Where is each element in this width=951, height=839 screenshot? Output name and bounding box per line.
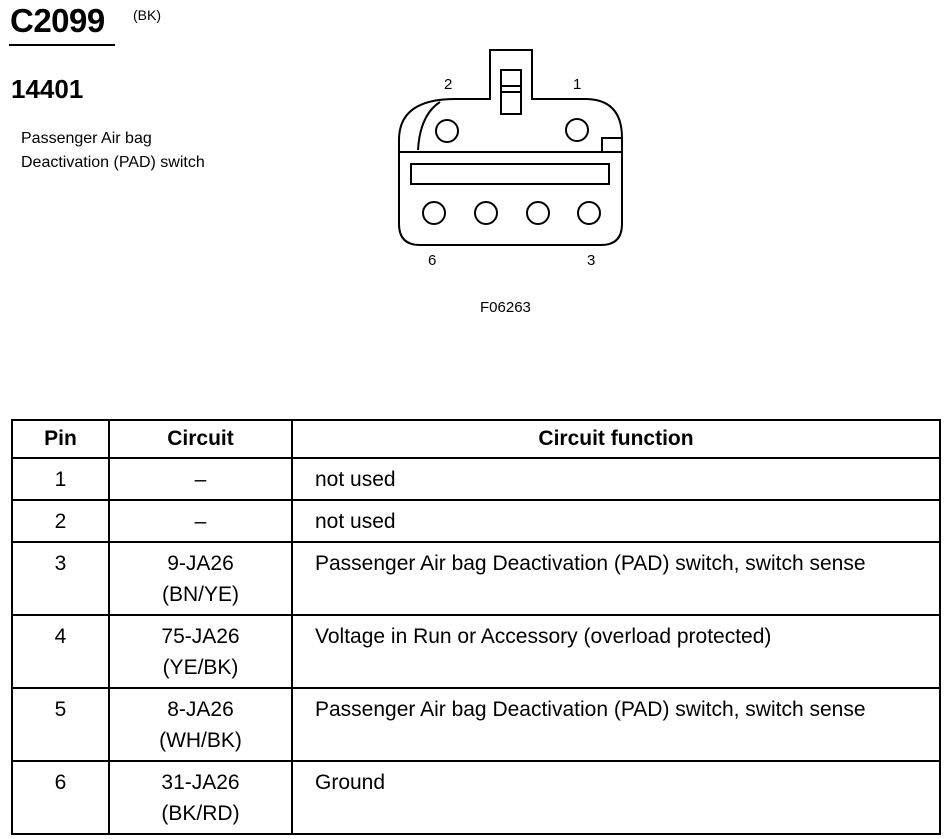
table-row: 4 75-JA26 (YE/BK) Voltage in Run or Acce… [11, 614, 941, 689]
cell-circuit: – [108, 499, 293, 543]
side-latch [601, 137, 623, 153]
cell-pin: 3 [11, 541, 110, 616]
connector-color: (BK) [133, 7, 161, 23]
circuit-number: 75-JA26 [161, 625, 240, 648]
connector-face-diagram: 2 1 6 3 [398, 49, 623, 269]
table-row: 2 – not used [11, 499, 941, 543]
circuit-number: 31-JA26 [161, 771, 240, 794]
cell-function: Ground [291, 760, 941, 835]
cell-function: Passenger Air bag Deactivation (PAD) swi… [291, 541, 941, 616]
pin-label-1: 1 [573, 76, 581, 93]
header-circuit: Circuit [108, 419, 293, 459]
cell-function: not used [291, 499, 941, 543]
header-circuit-function: Circuit function [291, 419, 941, 459]
table-row: 3 9-JA26 (BN/YE) Passenger Air bag Deact… [11, 541, 941, 616]
cell-pin: 1 [11, 457, 110, 501]
table-row: 1 – not used [11, 457, 941, 501]
table-row: 5 8-JA26 (WH/BK) Passenger Air bag Deact… [11, 687, 941, 762]
terminal-pin-6 [422, 201, 446, 225]
circuit-number: 8-JA26 [167, 698, 234, 721]
table-header-row: Pin Circuit Circuit function [11, 419, 941, 459]
part-description: Passenger Air bag Deactivation (PAD) swi… [21, 130, 205, 171]
pinout-table: Pin Circuit Circuit function 1 – not use… [11, 419, 941, 835]
center-slot [410, 163, 610, 185]
cell-pin: 4 [11, 614, 110, 689]
keying-curve [417, 101, 441, 151]
terminal-pin-3 [577, 201, 601, 225]
terminal-pin-2 [435, 119, 459, 143]
terminal-pin-1 [565, 118, 589, 142]
circuit-wire-color: (YE/BK) [162, 656, 239, 679]
cell-circuit: 9-JA26 (BN/YE) [108, 541, 293, 616]
part-number: 14401 [11, 74, 84, 104]
circuit-wire-color: (BK/RD) [161, 802, 240, 825]
cell-circuit: – [108, 457, 293, 501]
cell-function: Passenger Air bag Deactivation (PAD) swi… [291, 687, 941, 762]
pin-label-6: 6 [428, 252, 436, 269]
connector-housing [398, 49, 623, 246]
pin-label-2: 2 [444, 76, 452, 93]
terminal-pin-4 [526, 201, 550, 225]
cell-circuit: 31-JA26 (BK/RD) [108, 760, 293, 835]
connector-id: C2099 [10, 2, 105, 39]
circuit-wire-color: (BN/YE) [161, 583, 239, 606]
cell-circuit: 75-JA26 (YE/BK) [108, 614, 293, 689]
cell-pin: 5 [11, 687, 110, 762]
header-pin: Pin [11, 419, 110, 459]
figure-id: F06263 [480, 299, 531, 316]
terminal-pin-5 [474, 201, 498, 225]
circuit-wire-color: (WH/BK) [159, 729, 242, 752]
circuit-number: 9-JA26 [167, 552, 234, 575]
table-row: 6 31-JA26 (BK/RD) Ground [11, 760, 941, 835]
cell-pin: 2 [11, 499, 110, 543]
cell-pin: 6 [11, 760, 110, 835]
pin-label-3: 3 [587, 252, 595, 269]
cell-function: not used [291, 457, 941, 501]
cell-function: Voltage in Run or Accessory (overload pr… [291, 614, 941, 689]
cell-circuit: 8-JA26 (WH/BK) [108, 687, 293, 762]
connector-id-underline [9, 44, 115, 46]
